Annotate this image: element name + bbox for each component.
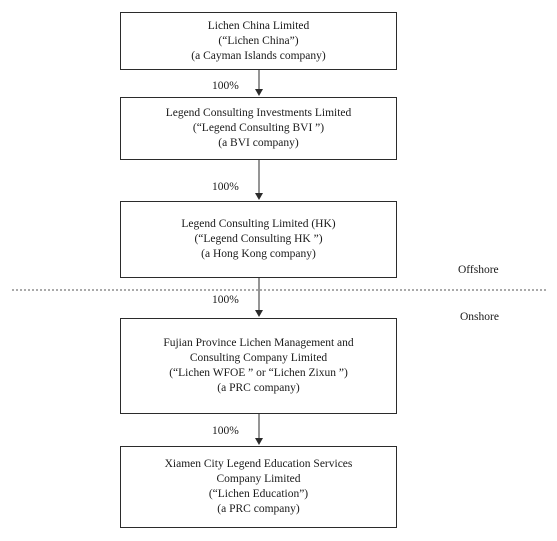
ownership-label-1: 100% (212, 80, 239, 92)
entity-short-name: (“Legend Consulting HK ”) (194, 233, 323, 245)
entity-box-lichen-china: Lichen China Limited (“Lichen China”) (a… (120, 12, 397, 70)
entity-name: Legend Consulting Limited (HK) (181, 218, 336, 230)
entity-box-lichen-wfoe: Fujian Province Lichen Management and Co… (120, 318, 397, 414)
entity-short-name: (“Lichen WFOE ” or “Lichen Zixun ”) (169, 367, 348, 379)
entity-name: Fujian Province Lichen Management and (163, 337, 354, 349)
entity-box-lichen-education: Xiamen City Legend Education Services Co… (120, 446, 397, 528)
entity-jurisdiction: (a Hong Kong company) (201, 248, 316, 260)
entity-short-name: (“Legend Consulting BVI ”) (192, 122, 325, 134)
entity-box-legend-consulting-hk: Legend Consulting Limited (HK) (“Legend … (120, 201, 397, 278)
entity-name: Lichen China Limited (207, 19, 310, 32)
entity-short-name: (“Lichen Education”) (208, 488, 309, 500)
entity-name-continued: Company Limited (216, 473, 301, 485)
entity-jurisdiction: (a PRC company) (217, 503, 300, 515)
offshore-label: Offshore (458, 264, 499, 276)
entity-jurisdiction: (a PRC company) (217, 382, 300, 394)
entity-name: Xiamen City Legend Education Services (164, 458, 353, 470)
entity-name: Legend Consulting Investments Limited (165, 107, 352, 119)
entity-jurisdiction: (a BVI company) (218, 137, 299, 149)
ownership-label-4: 100% (212, 425, 239, 437)
entity-name-continued: Consulting Company Limited (189, 352, 328, 364)
ownership-label-3: 100% (212, 294, 239, 306)
entity-jurisdiction: (a Cayman Islands company) (191, 49, 326, 62)
onshore-label: Onshore (460, 311, 499, 323)
entity-box-legend-consulting-bvi: Legend Consulting Investments Limited (“… (120, 97, 397, 160)
entity-short-name: (“Lichen China”) (218, 34, 299, 47)
ownership-label-2: 100% (212, 181, 239, 193)
